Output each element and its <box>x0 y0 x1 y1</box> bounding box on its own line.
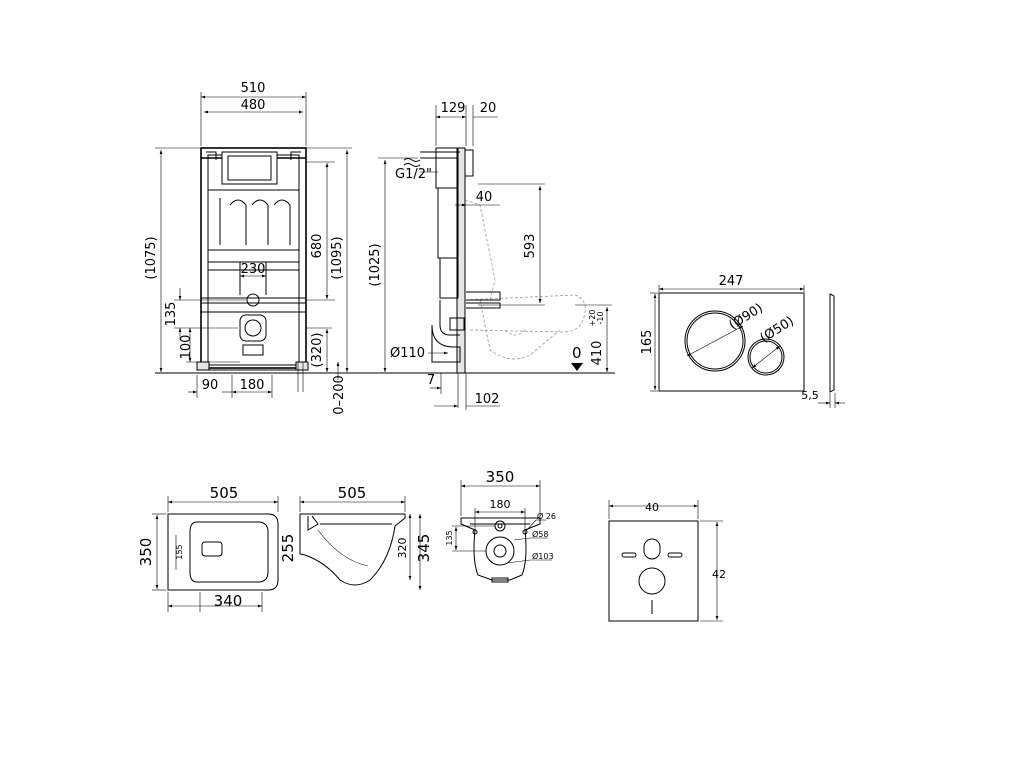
dim-90: 90 <box>202 378 219 393</box>
supply-inlet <box>246 293 260 307</box>
dim-1075: (1075) <box>144 236 159 279</box>
ghost-cistern-outline <box>464 199 496 301</box>
dim-410-tolerance-plus: +20 <box>588 310 597 327</box>
dim-230: 230 <box>241 262 266 277</box>
dim-247: 247 <box>719 274 744 289</box>
dim-bowl-back-135: 135 <box>445 530 454 545</box>
dim-20: 20 <box>480 101 497 116</box>
bowl-back-view: 350 180 135 Ø 26 Ø58 Ø103 <box>445 468 556 583</box>
dim-bowl-top-340: 340 <box>214 592 243 610</box>
frame-front-view: 510 480 (1075) 680 (1095) 230 135 100 <box>144 81 615 415</box>
dim-102: 102 <box>475 392 500 407</box>
dim-40: 40 <box>476 190 493 205</box>
dim-pad-40: 40 <box>645 501 659 514</box>
bowl-top-view: 155 505 350 340 <box>137 484 279 612</box>
dim-180: 180 <box>240 378 265 393</box>
dim-1095: (1095) <box>330 236 345 279</box>
dim-hole-58: Ø58 <box>532 529 548 539</box>
frame-side-profile <box>456 147 466 374</box>
frame-side-view: 129 20 G1/2" 40 593 (1025) Ø110 0 410 +2… <box>368 101 612 410</box>
drain-pipe <box>239 314 267 342</box>
dim-593: 593 <box>523 234 538 259</box>
dim-7: 7 <box>427 373 435 388</box>
supply-thread-label: G1/2" <box>395 167 432 182</box>
flush-plate-outline <box>658 292 805 392</box>
dim-bowl-back-180: 180 <box>490 498 511 511</box>
dim-hole-26: Ø 26 <box>537 511 556 521</box>
bowl-top-outline <box>167 513 279 591</box>
dim-100: 100 <box>179 335 194 360</box>
flush-opening <box>221 151 278 185</box>
dim-bowl-back-350: 350 <box>486 468 515 486</box>
dim-129: 129 <box>441 101 466 116</box>
frame-outline <box>200 147 307 369</box>
dim-small-button: (Ø50) <box>758 314 797 346</box>
dim-135: 135 <box>164 302 179 327</box>
soundproof-pad-outline <box>608 520 699 622</box>
floor-level-zero: 0 <box>572 344 582 362</box>
dim-bowl-top-505: 505 <box>210 484 239 502</box>
dim-320: (320) <box>310 333 325 368</box>
small-flush-button <box>747 338 785 376</box>
water-supply-symbol <box>403 158 421 167</box>
dim-5-5: 5,5 <box>801 389 819 402</box>
dim-bowl-side-505: 505 <box>338 484 367 502</box>
dim-pad-42: 42 <box>712 568 726 581</box>
frame-inner-outline <box>207 154 300 366</box>
dim-bowl-side-345: 345 <box>415 534 433 563</box>
dim-0-200: 0–200 <box>332 375 347 415</box>
dim-drain-diameter: Ø110 <box>390 346 425 361</box>
drain-elbow <box>431 324 461 363</box>
flush-plate-side-profile <box>829 293 835 393</box>
flush-plate: (Ø90) (Ø50) 247 165 5,5 <box>640 274 845 408</box>
dim-680: 680 <box>310 234 325 259</box>
bowl-side-outline <box>299 513 406 586</box>
dim-bowl-side-255: 255 <box>279 534 297 563</box>
cistern <box>207 189 300 251</box>
soundproof-pad: 40 42 <box>608 500 726 622</box>
dim-bowl-top-350: 350 <box>137 538 155 567</box>
dim-410: 410 <box>590 341 605 366</box>
dim-big-button: (Ø90) <box>727 301 766 333</box>
dim-bowl-side-320: 320 <box>396 538 409 559</box>
dim-410-tolerance-minus: -10 <box>596 311 605 324</box>
dim-155: 155 <box>175 544 184 559</box>
bowl-side-view: 505 255 320 345 <box>279 484 433 590</box>
dim-480: 480 <box>241 98 266 113</box>
dim-1025: (1025) <box>368 243 383 286</box>
dim-510: 510 <box>241 81 266 96</box>
dim-hole-103: Ø103 <box>532 551 554 561</box>
floor-level-marker <box>571 363 583 371</box>
big-flush-button <box>684 310 746 372</box>
bowl-back-outline <box>460 517 541 581</box>
dim-165: 165 <box>640 330 655 355</box>
